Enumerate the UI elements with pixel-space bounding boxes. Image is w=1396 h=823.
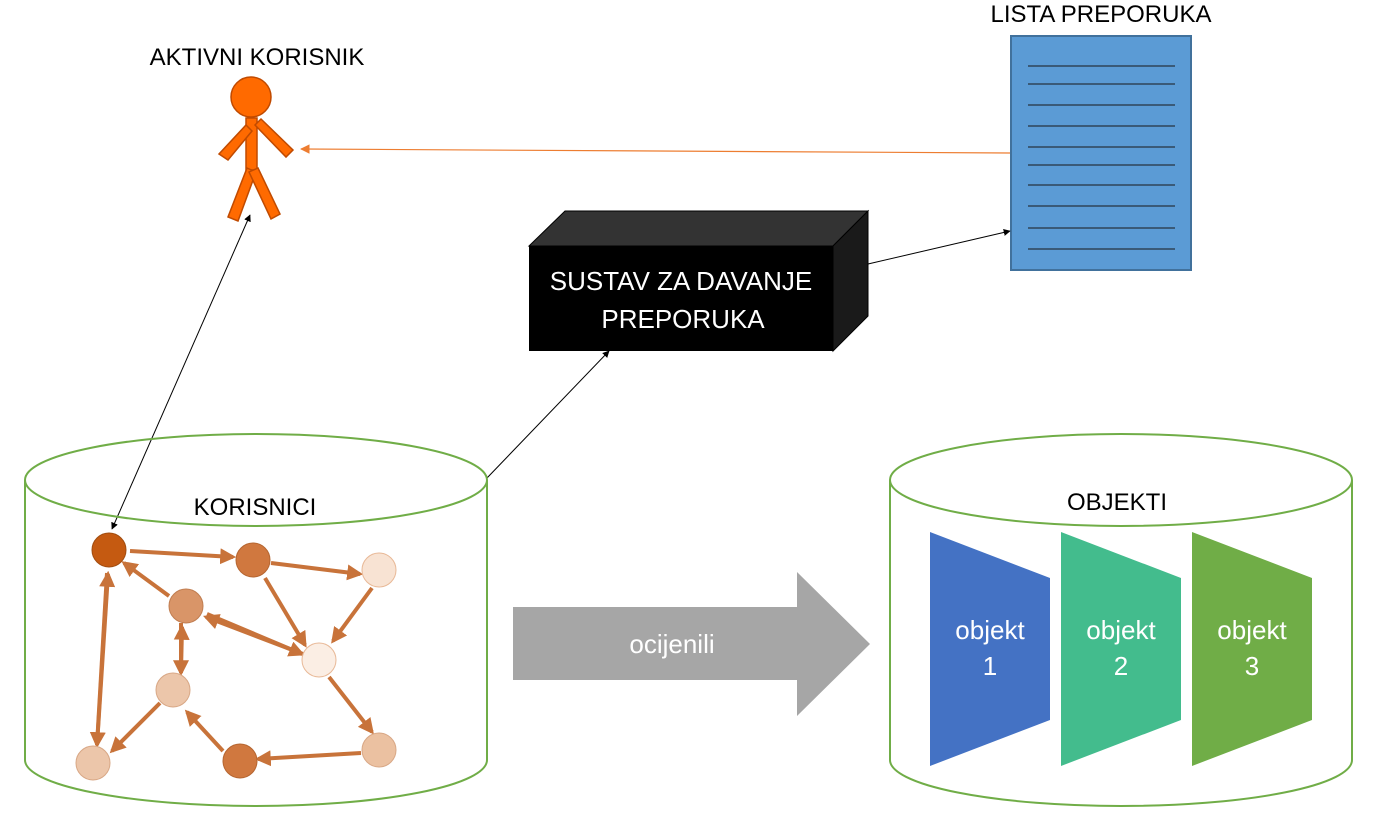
object-number: 3 bbox=[1245, 651, 1259, 681]
user-node bbox=[222, 743, 258, 779]
user-node bbox=[301, 642, 337, 678]
objects-db-label: OBJEKTI bbox=[1067, 489, 1167, 516]
users-to-system-arrow bbox=[486, 350, 610, 479]
list-to-user-arrow bbox=[300, 144, 1011, 154]
database-icon bbox=[24, 433, 488, 807]
objects-database-icon bbox=[889, 433, 1353, 807]
person-icon bbox=[217, 76, 295, 222]
object-2: objekt 2 bbox=[1061, 532, 1181, 766]
user-node-active bbox=[91, 532, 127, 568]
system-label-line1: SUSTAV ZA DAVANJE bbox=[550, 266, 812, 296]
recommendation-list-label: LISTA PREPORUKA bbox=[991, 1, 1212, 28]
object-number: 2 bbox=[1114, 651, 1128, 681]
user-node bbox=[235, 542, 271, 578]
object-3: objekt 3 bbox=[1192, 532, 1312, 766]
object-word: objekt bbox=[1217, 615, 1287, 645]
user-network-edges bbox=[89, 548, 374, 767]
users-db-label: KORISNICI bbox=[194, 494, 317, 521]
object-1: objekt 1 bbox=[930, 532, 1050, 766]
rated-arrow-label: ocijenili bbox=[629, 629, 714, 659]
system-to-list-arrow bbox=[867, 229, 1011, 265]
rated-arrow: ocijenili bbox=[513, 572, 870, 716]
active-user-label: AKTIVNI KORISNIK bbox=[150, 44, 365, 71]
user-node bbox=[361, 552, 397, 588]
user-node bbox=[361, 732, 397, 768]
recommender-system-box: SUSTAV ZA DAVANJE PREPORUKA bbox=[527, 209, 870, 353]
user-network-nodes bbox=[75, 532, 397, 781]
object-number: 1 bbox=[983, 651, 997, 681]
system-label-line2: PREPORUKA bbox=[601, 304, 765, 334]
user-node bbox=[75, 745, 111, 781]
object-word: objekt bbox=[1086, 615, 1156, 645]
user-node bbox=[155, 672, 191, 708]
document-icon bbox=[1010, 35, 1192, 271]
user-node-link-arrow bbox=[111, 214, 251, 530]
object-word: objekt bbox=[955, 615, 1025, 645]
user-node bbox=[168, 588, 204, 624]
